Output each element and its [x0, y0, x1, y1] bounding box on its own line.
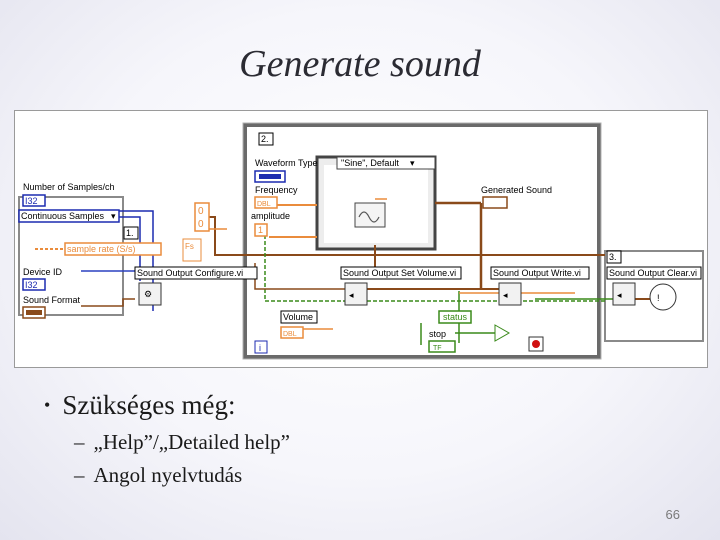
volume-icon: ◂ — [349, 290, 354, 300]
svg-text:Sound Output Set Volume.vi: Sound Output Set Volume.vi — [343, 268, 456, 278]
loop-index-terminal: i — [254, 340, 268, 354]
waveform-type-control[interactable]: Waveform Type — [254, 158, 318, 183]
page-number: 66 — [665, 507, 680, 522]
svg-text:"Sine", Default: "Sine", Default — [341, 158, 399, 168]
block-diagram-canvas: 1. 2. 3. i Number of Samples/ch I32 Cont… — [18, 122, 704, 360]
generated-sound-indicator: Generated Sound — [481, 185, 552, 209]
loop-condition-terminal — [528, 336, 544, 352]
simple-error-handler-vi[interactable]: ! — [649, 283, 677, 311]
subbullet-text: „Help”/„Detailed help” — [93, 430, 290, 454]
subbullet-english: –Angol nyelvtudás — [74, 463, 242, 488]
subbullet-help: –„Help”/„Detailed help” — [74, 430, 290, 455]
svg-text:Number of Samples/ch: Number of Samples/ch — [23, 182, 115, 192]
svg-text:Waveform Type: Waveform Type — [255, 158, 318, 168]
sine-wave-icon — [358, 211, 380, 223]
svg-text:2.: 2. — [261, 134, 269, 144]
device-id-control[interactable]: Device ID I32 — [22, 267, 63, 291]
svg-text:Sound Format: Sound Format — [23, 295, 81, 305]
sequence-frame-3 — [604, 250, 704, 342]
svg-text:I32: I32 — [25, 196, 38, 206]
svg-text:Sound Output Clear.vi: Sound Output Clear.vi — [609, 268, 697, 278]
dash-icon: – — [74, 430, 85, 454]
svg-text:I32: I32 — [25, 280, 38, 290]
svg-text:status: status — [443, 312, 468, 322]
svg-text:Frequency: Frequency — [255, 185, 298, 195]
fs-bundle-node: Fs — [182, 238, 202, 262]
svg-text:1.: 1. — [126, 228, 134, 238]
continuous-samples-constant[interactable]: Continuous Samples ▾ — [18, 209, 120, 223]
slide-title: Generate sound — [239, 43, 481, 85]
svg-text:stop: stop — [429, 329, 446, 339]
error-handler-icon: ! — [657, 293, 660, 303]
frame-label-3: 3. — [606, 250, 622, 264]
num-samples-control[interactable]: Number of Samples/ch I32 — [22, 182, 115, 207]
case-selector-arrow-icon: ▾ — [410, 158, 415, 168]
sound-output-configure-vi[interactable]: Sound Output Configure.vi ⚙ — [134, 266, 258, 306]
svg-text:Sound Output Configure.vi: Sound Output Configure.vi — [137, 268, 243, 278]
bullet-main: • Szükséges még: — [44, 390, 236, 421]
svg-text:Generated Sound: Generated Sound — [481, 185, 552, 195]
svg-text:Fs: Fs — [185, 242, 194, 251]
bullet-dot-icon: • — [44, 395, 51, 415]
sample-rate-constant[interactable]: sample rate (S/s) — [64, 242, 162, 256]
stop-control[interactable]: stop TF — [428, 329, 456, 353]
dash-icon: – — [74, 463, 85, 487]
frame-label-1: 1. — [123, 226, 139, 240]
or-function — [494, 324, 511, 342]
numeric-constants-cluster[interactable]: 0 0 — [194, 202, 210, 232]
dropdown-arrow-icon: ▾ — [111, 211, 116, 221]
frequency-control[interactable]: Frequency DBL — [254, 185, 298, 209]
svg-text:3.: 3. — [609, 252, 617, 262]
sine-waveform-vi[interactable] — [354, 202, 386, 228]
speaker-config-icon: ⚙ — [144, 289, 152, 299]
sound-output-write-vi[interactable]: Sound Output Write.vi ◂ — [490, 266, 590, 306]
svg-text:sample rate (S/s): sample rate (S/s) — [67, 244, 136, 254]
case-selector-value[interactable]: "Sine", Default ▾ — [336, 156, 436, 170]
svg-text:i: i — [259, 343, 261, 353]
svg-text:DBL: DBL — [283, 331, 297, 338]
svg-text:0: 0 — [198, 206, 204, 217]
svg-text:DBL: DBL — [257, 201, 271, 208]
while-loop — [242, 122, 602, 360]
amplitude-control[interactable]: amplitude 1 — [251, 211, 290, 237]
sound-output-set-volume-vi[interactable]: Sound Output Set Volume.vi ◂ — [340, 266, 462, 306]
frame-label-2: 2. — [258, 132, 274, 146]
sound-output-clear-vi[interactable]: Sound Output Clear.vi ◂ — [606, 266, 702, 306]
svg-text:1: 1 — [258, 225, 263, 235]
subbullet-text: Angol nyelvtudás — [93, 463, 243, 487]
svg-text:Sound Output Write.vi: Sound Output Write.vi — [493, 268, 581, 278]
svg-text:Volume: Volume — [283, 312, 313, 322]
status-unbundle: status — [438, 310, 472, 324]
sound-format-control[interactable]: Sound Format — [22, 295, 81, 319]
svg-text:amplitude: amplitude — [251, 211, 290, 221]
svg-text:Device ID: Device ID — [23, 267, 63, 277]
speaker-write-icon: ◂ — [503, 290, 508, 300]
svg-text:TF: TF — [433, 345, 442, 352]
svg-text:0: 0 — [198, 219, 204, 230]
sequence-frame-1 — [18, 196, 124, 316]
volume-control[interactable]: Volume DBL — [280, 310, 318, 339]
labview-block-diagram: 1. 2. 3. i Number of Samples/ch I32 Cont… — [14, 110, 708, 368]
bullet-main-text: Szükséges még: — [62, 390, 236, 420]
svg-text:Continuous Samples: Continuous Samples — [21, 211, 105, 221]
speaker-clear-icon: ◂ — [617, 290, 622, 300]
